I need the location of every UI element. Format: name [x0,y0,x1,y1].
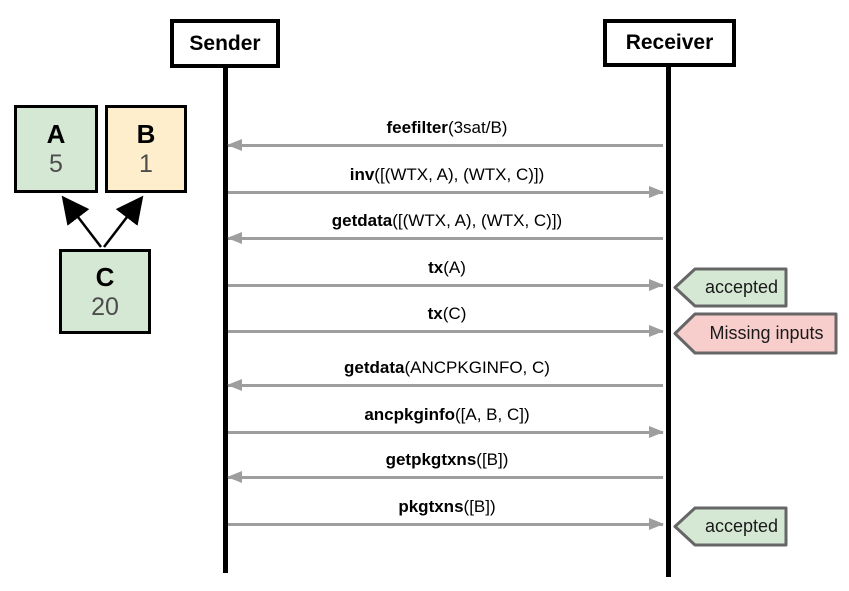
arrowhead-right [649,186,664,198]
badge-pointer-shape [673,312,838,355]
tx-node-C: C 20 [59,249,151,334]
arrow-to-receiver [228,518,664,530]
arrow-to-sender [227,232,663,244]
message-label: inv([(WTX, A), (WTX, C)]) [349,165,545,184]
tx-node-label: A [46,119,66,149]
message-label: tx(A) [428,258,466,277]
edge-C-to-A-arrow [61,195,102,248]
tx-node-fee: 1 [139,150,153,178]
tx-node-fee: 5 [49,150,63,178]
arrowhead-left [227,139,242,151]
tx-node-A: A 5 [14,105,98,193]
tx-dependency-arrows [61,195,144,248]
message-label: tx(C) [427,304,467,323]
badge-text: accepted [704,516,779,536]
message-label: feefilter(3sat/B) [386,118,508,137]
sender-lifeline [223,66,228,573]
arrow-to-sender [227,471,663,483]
tx-node-label: B [136,119,156,149]
arrowhead-left [227,232,242,244]
message-label: pkgtxns([B]) [398,497,496,516]
arrow-to-sender [227,379,663,391]
arrow-to-receiver [228,426,664,438]
message-pkgtxns: pkgtxns([B]) [225,494,669,530]
arrowhead-left [227,379,242,391]
arrow-to-sender [227,139,663,151]
arrowhead-right [649,279,664,291]
arrow-to-receiver [228,279,664,291]
arrowhead-left [227,471,242,483]
arrow-to-receiver [228,186,664,198]
tx-node-B: B 1 [105,105,187,193]
message-getpkgtxns: getpkgtxns([B]) [225,447,669,483]
result-badge-accepted-txA: accepted [673,267,788,308]
arrowhead-right [649,426,664,438]
badge-text: Missing inputs [709,323,824,343]
receiver-lifeline [666,65,671,577]
message-getdata-ancpkginfo: getdata(ANCPKGINFO, C) [225,355,669,391]
badge-pointer-shape [673,267,788,308]
badge-pointer-shape [673,506,788,547]
arrow-to-receiver [228,325,664,337]
actor-receiver-box: Receiver [603,19,736,67]
receiver-label: Receiver [625,31,714,54]
message-inv: inv([(WTX, A), (WTX, C)]) [225,162,669,198]
message-feefilter: feefilter(3sat/B) [225,115,669,151]
message-label: getdata(ANCPKGINFO, C) [344,358,550,377]
tx-node-fee: 20 [91,292,119,321]
result-badge-missing-inputs-txC: Missing inputs [673,312,838,355]
tx-node-label: C [95,261,115,292]
message-label: getpkgtxns([B]) [385,450,509,469]
badge-text: accepted [704,277,779,297]
edge-C-to-B-arrow [103,195,144,248]
message-tx-C: tx(C) [225,301,669,337]
sender-label: Sender [189,31,261,55]
message-label: getdata([(WTX, A), (WTX, C)]) [331,211,563,230]
actor-sender-box: Sender [170,19,280,68]
message-label: ancpkginfo([A, B, C]) [364,405,530,424]
result-badge-accepted-pkgtxns: accepted [673,506,788,547]
message-getdata-wtx: getdata([(WTX, A), (WTX, C)]) [225,208,669,244]
message-ancpkginfo: ancpkginfo([A, B, C]) [225,402,669,438]
arrowhead-right [649,325,664,337]
message-tx-A: tx(A) [225,255,669,291]
arrowhead-right [649,518,664,530]
